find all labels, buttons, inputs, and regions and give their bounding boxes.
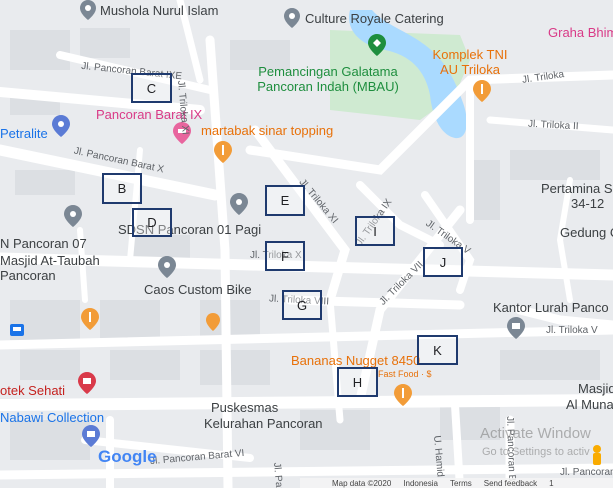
hotel-pin-icon[interactable]	[173, 122, 191, 144]
poi-bananas-nugget[interactable]: Bananas Nugget 8450	[291, 353, 421, 368]
marker-box-d: D	[132, 208, 172, 237]
google-logo: Google	[98, 447, 157, 467]
marker-box-h: H	[337, 367, 378, 397]
poi-bananas-category: Fast Food · $	[378, 369, 432, 379]
send-feedback-link[interactable]: Send feedback	[483, 478, 538, 488]
restaurant-pin-icon[interactable]	[81, 308, 99, 330]
activate-windows-title: Activate Window	[480, 425, 591, 442]
poi-mushola[interactable]: Mushola Nurul Islam	[100, 3, 219, 18]
service-pin-icon[interactable]	[52, 115, 70, 137]
poi-masjid-al-line1[interactable]: Masjid	[578, 381, 613, 396]
shop-pin-icon[interactable]	[82, 425, 100, 447]
street-view-pegman-icon[interactable]	[590, 445, 604, 467]
poi-petralite[interactable]: Petralite	[0, 126, 48, 141]
poi-pemancingan[interactable]: Pemancingan Galatama Pancoran Indah (MBA…	[248, 64, 408, 94]
activate-windows-subtitle: Go to Settings to activ	[482, 446, 590, 458]
poi-pertamina-line1[interactable]: Pertamina S	[541, 181, 613, 196]
poi-kantor-lurah[interactable]: Kantor Lurah Panco	[493, 300, 609, 315]
street-triloka-v-right: Jl. Triloka V	[546, 325, 598, 336]
street-pancoran-t: Jl. Pancoran t	[560, 467, 613, 478]
google-logo-text: Google	[98, 447, 157, 466]
poi-pemancingan-line2: Pancoran Indah (MBAU)	[257, 79, 399, 94]
street-triloka-x: Jl. Triloka X	[250, 250, 302, 261]
place-pin-icon[interactable]	[284, 8, 300, 28]
poi-pertamina-line2: 34-12	[571, 196, 605, 211]
scale-label: 1	[549, 478, 554, 488]
poi-gedung[interactable]: Gedung C	[560, 225, 613, 240]
marker-box-b: B	[102, 173, 142, 204]
transit-icon[interactable]	[10, 324, 24, 336]
region-link[interactable]: Indonesia	[403, 478, 438, 488]
poi-puskesmas-line1[interactable]: Puskesmas	[211, 400, 279, 415]
map-footer: Map data ©2020 Indonesia Terms Send feed…	[300, 478, 613, 488]
poi-caos[interactable]: Caos Custom Bike	[144, 282, 252, 297]
poi-komplek-line2: AU Triloka	[440, 62, 500, 77]
place-pin-icon[interactable]	[158, 256, 176, 278]
poi-masjid-taubah-line2: Pancoran	[0, 268, 56, 283]
marker-box-e: E	[265, 185, 305, 216]
marker-box-k: K	[417, 335, 458, 365]
marker-box-c: C	[131, 73, 172, 103]
poi-masjid-al-line2: Al Muna	[566, 397, 613, 412]
poi-komplek-line1: Komplek TNI	[432, 47, 508, 62]
marker-box-g: G	[282, 290, 322, 320]
poi-pancoran-barat-ix[interactable]: Pancoran Barat IX	[96, 107, 203, 122]
restaurant-pin-icon[interactable]	[394, 384, 412, 406]
place-pin-icon[interactable]	[80, 0, 96, 20]
poi-n-pancoran[interactable]: N Pancoran 07	[0, 236, 87, 251]
poi-komplek[interactable]: Komplek TNI AU Triloka	[420, 47, 520, 77]
shop-pin-icon[interactable]	[78, 372, 96, 394]
park-pin-icon[interactable]	[368, 34, 386, 56]
marker-box-j: J	[423, 247, 463, 277]
restaurant-pin-icon[interactable]	[206, 313, 220, 331]
poi-puskesmas-line2: Kelurahan Pancoran	[204, 416, 323, 431]
poi-otek-sehati[interactable]: otek Sehati	[0, 383, 66, 398]
poi-pemancingan-line1: Pemancingan Galatama	[258, 64, 398, 79]
office-pin-icon[interactable]	[507, 317, 525, 339]
poi-graha[interactable]: Graha Bhim	[548, 25, 613, 40]
marker-box-i: I	[355, 216, 395, 246]
poi-martabak[interactable]: martabak sinar topping	[201, 123, 334, 138]
map-data-credit: Map data ©2020	[332, 478, 392, 488]
marker-box-f: F	[265, 241, 305, 271]
poi-nabawi[interactable]: Nabawi Collection	[0, 410, 105, 425]
restaurant-pin-icon[interactable]	[473, 80, 491, 102]
place-pin-icon[interactable]	[64, 205, 82, 227]
poi-culture-royale[interactable]: Culture Royale Catering	[305, 11, 444, 26]
school-pin-icon[interactable]	[230, 193, 248, 215]
poi-masjid-taubah-line1[interactable]: Masjid At-Taubah	[0, 253, 100, 268]
restaurant-pin-icon[interactable]	[214, 141, 232, 163]
terms-link[interactable]: Terms	[449, 478, 472, 488]
poi-sdsn[interactable]: SDSN Pancoran 01 Pagi	[118, 222, 262, 237]
